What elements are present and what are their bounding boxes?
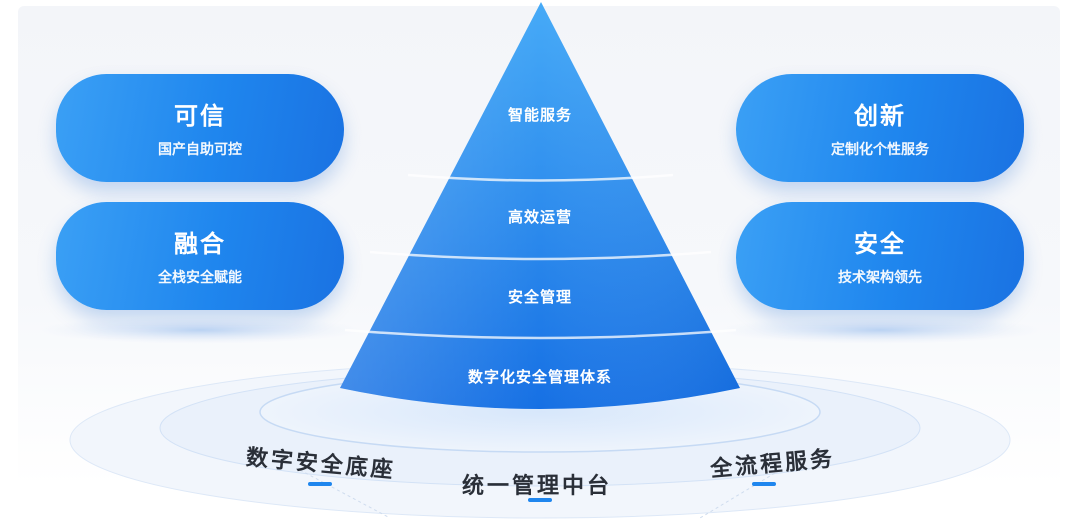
base-left-underline (308, 482, 332, 486)
pillar-trusted: 可信 国产自助可控 (56, 74, 344, 182)
pillar-trusted-title: 可信 (174, 102, 226, 130)
pillar-innovation-subtitle: 定制化个性服务 (831, 142, 929, 158)
base-label-center: 统一管理中台 (462, 474, 613, 499)
base-right-underline (752, 482, 776, 486)
pillar-integration-subtitle: 全栈安全赋能 (158, 270, 242, 286)
left-shelf-shadow (40, 316, 360, 344)
pillar-integration: 融合 全栈安全赋能 (56, 202, 344, 310)
pillar-innovation: 创新 定制化个性服务 (736, 74, 1024, 182)
pyramid (340, 2, 740, 409)
pyramid-layer-2-label: 高效运营 (507, 208, 572, 226)
pyramid-layer-3-label: 安全管理 (507, 288, 572, 306)
pyramid-divider-2 (369, 250, 712, 261)
pyramid-layer-4-label: 数字化安全管理体系 (467, 368, 612, 386)
pyramid-shading (340, 2, 740, 409)
pyramid-divider-1 (407, 173, 674, 182)
guide-line-left (299, 469, 391, 519)
pyramid-divider-3 (344, 328, 737, 340)
pillar-trusted-subtitle: 国产自助可控 (158, 142, 242, 158)
right-shelf-shadow (720, 316, 1040, 344)
pyramid-layer-1-label: 智能服务 (507, 106, 572, 124)
pillar-security-subtitle: 技术架构领先 (838, 270, 922, 286)
pillar-innovation-title: 创新 (854, 102, 906, 130)
pillar-security: 安全 技术架构领先 (736, 202, 1024, 310)
pillar-security-title: 安全 (854, 230, 906, 258)
pillar-integration-title: 融合 (174, 230, 226, 258)
base-center-underline (528, 498, 552, 502)
